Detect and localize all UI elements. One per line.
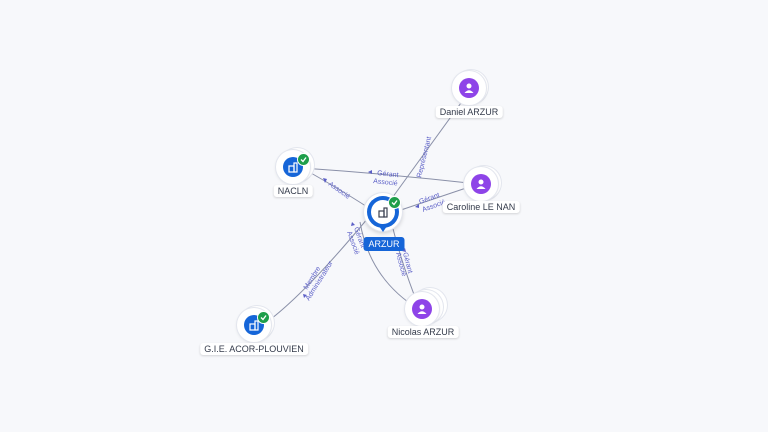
verified-check-icon [388, 196, 401, 209]
node-label-gie-acor-plouvien: G.I.E. ACOR-PLOUVIEN [200, 343, 308, 355]
person-icon [459, 78, 479, 98]
node-label-nicolas-arzur: Nicolas ARZUR [387, 326, 459, 338]
edge-label-daniel-central: Représentant [416, 136, 433, 179]
verified-check-icon [257, 311, 270, 324]
node-arzur-central[interactable] [364, 193, 408, 237]
node-label-daniel-arzur: Daniel ARZUR [435, 106, 503, 118]
arrow-nacln-caroline [368, 170, 372, 174]
person-icon [412, 299, 432, 319]
node-nacln[interactable] [276, 148, 316, 190]
node-gie-acor-plouvien[interactable] [237, 306, 277, 348]
arrow-nicolas-central-b [402, 248, 406, 252]
node-label-nacln: NACLN [273, 185, 313, 197]
edge-label-nacln-central: Associé [327, 181, 351, 201]
node-nicolas-arzur[interactable] [405, 288, 449, 332]
node-label-caroline-le-nan: Caroline LE NAN [442, 201, 520, 213]
node-label-arzur-central: ARZUR [363, 237, 405, 251]
person-icon [471, 174, 491, 194]
edge-label-nacln-caroline-2: Associé [373, 178, 398, 188]
edge-label-nacln-caroline-1: Gérant [377, 170, 399, 179]
arrow-nacln-central [323, 178, 327, 183]
edge-nacln-caroline [301, 167, 479, 185]
arrow-gie-central [303, 294, 307, 298]
arrow-nicolas-central-a [351, 222, 355, 226]
node-daniel-arzur[interactable] [452, 70, 492, 111]
arrow-caroline-central [415, 204, 419, 208]
node-caroline-le-nan[interactable] [464, 166, 504, 207]
verified-check-icon [297, 153, 310, 166]
